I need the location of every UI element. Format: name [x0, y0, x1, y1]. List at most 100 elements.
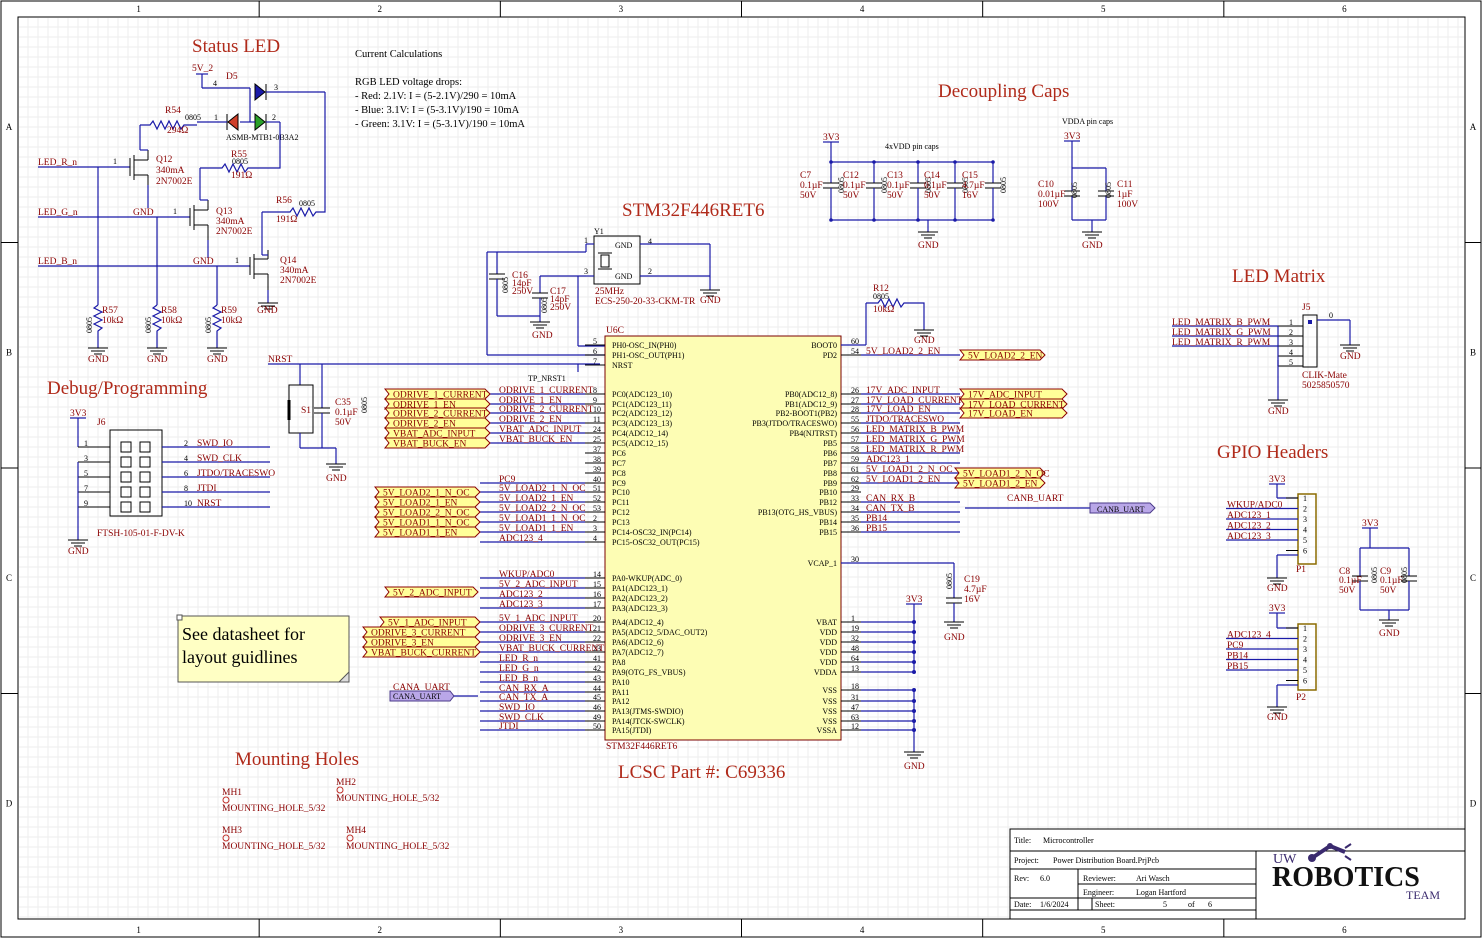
pin-number: 5	[1303, 666, 1307, 675]
mcu-pin-number: 58	[851, 445, 859, 454]
cap-voltage: 50V	[924, 191, 941, 201]
svg-text:GND: GND	[615, 241, 633, 250]
svg-text:3V3: 3V3	[906, 595, 923, 605]
mcu-pin-name: VSSA	[817, 726, 838, 735]
svg-text:layout guidlines: layout guidlines	[182, 647, 298, 667]
mcu-pin-name: PA5(ADC12_5/DAC_OUT2)	[612, 628, 708, 637]
svg-text:2N7002E: 2N7002E	[280, 276, 317, 286]
net-port-label: 5V_LOAD2_2_EN	[968, 352, 1043, 362]
svg-text:0805: 0805	[540, 297, 549, 313]
mcu-pin-name: PB2-BOOT1(PB2)	[776, 409, 838, 418]
net-led-r: LED_R_n	[38, 158, 77, 168]
cap-package: 0805	[880, 177, 889, 193]
svg-text:0805: 0805	[360, 397, 369, 413]
net-label: JTDI	[197, 484, 217, 494]
mcu-pin-name: PB7	[823, 459, 837, 468]
mcu-pin-name: PA14(JTCK-SWCLK)	[612, 717, 685, 726]
svg-text:0: 0	[1329, 311, 1333, 320]
zone-label: C	[1470, 573, 1476, 583]
net-label: ADC123_1	[866, 455, 910, 465]
pin-number: 5	[1289, 358, 1293, 367]
net-port-label: 5V_2_ADC_INPUT	[393, 589, 472, 599]
connector-pad	[120, 501, 132, 513]
cap-package: 0805	[999, 177, 1008, 193]
svg-text:C19: C19	[964, 575, 980, 585]
svg-text:5: 5	[1163, 900, 1167, 909]
cap-voltage: 100V	[1038, 200, 1059, 210]
mcu-pin-number: 57	[851, 435, 859, 444]
net-label: ODRIVE_2_EN	[499, 415, 562, 425]
mcu-pin-number: 60	[851, 337, 859, 346]
svg-text:6: 6	[1208, 900, 1212, 909]
connector-pad	[120, 456, 132, 468]
mcu-pin-number: 61	[851, 465, 859, 474]
svg-text:ROBOTICS: ROBOTICS	[1272, 862, 1420, 893]
connector-pad	[120, 471, 132, 483]
mcu-pin-number: 34	[851, 504, 859, 513]
svg-text:Ari Wasch: Ari Wasch	[1136, 874, 1170, 883]
svg-text:ECS-250-20-33-CKM-TR: ECS-250-20-33-CKM-TR	[595, 297, 696, 307]
svg-text:4: 4	[213, 79, 217, 88]
svg-text:GND: GND	[1268, 407, 1289, 417]
junction	[991, 160, 995, 164]
svg-text:Microcontroller: Microcontroller	[1043, 836, 1094, 845]
net-label: JTDI	[499, 722, 519, 732]
zone-label: B	[1470, 347, 1476, 357]
mcu-pin-number: 56	[851, 425, 859, 434]
mcu-pin-name: PB0(ADC12_8)	[785, 390, 837, 399]
svg-text:R59: R59	[221, 306, 237, 316]
svg-text:GND: GND	[615, 272, 633, 281]
mcu-pin-name: PH0-OSC_IN(PH0)	[612, 341, 677, 350]
zone-label: D	[1470, 798, 1477, 808]
cap-ref: C12	[843, 171, 859, 181]
net-port	[383, 437, 491, 449]
mcu-pin-number: 25	[593, 435, 601, 444]
val-j6: FTSH-105-01-F-DV-K	[97, 529, 185, 539]
svg-text:UW: UW	[1273, 852, 1297, 867]
net-port-label: 17V_LOAD_CURRENT	[968, 401, 1065, 411]
connector-pad	[120, 441, 132, 453]
svg-text:1/6/2024: 1/6/2024	[1040, 900, 1068, 909]
net-port-label: 5V_LOAD1_2_EN	[963, 480, 1038, 490]
mcu-pin-name: PB13(OTG_HS_VBUS)	[758, 508, 837, 517]
net-label: VBAT_ADC_INPUT	[499, 425, 582, 435]
title-decoupling-caps: Decoupling Caps	[938, 81, 1069, 102]
pin-number: 10	[184, 499, 192, 508]
svg-text:P2: P2	[1296, 693, 1306, 703]
cap-voltage: 50V	[887, 191, 904, 201]
mounting-hole-ref: MH1	[222, 788, 242, 798]
resistor-r55	[200, 122, 281, 174]
mcu-pin-name: NRST	[612, 361, 633, 370]
svg-text:GND: GND	[904, 762, 925, 772]
svg-text:GND: GND	[1267, 713, 1288, 723]
mcu-pin-number: 40	[593, 475, 601, 484]
svg-text:Date:: Date:	[1014, 900, 1031, 909]
mcu-pin-number: 11	[593, 415, 601, 424]
boot0-resistor-r12: R12 0805 10kΩ GND	[841, 284, 935, 346]
net-port-label: 5V_LOAD1_1_N_OC	[383, 519, 470, 529]
mcu-pin-number: 31	[851, 693, 859, 702]
mcu-pin-number: 63	[851, 713, 859, 722]
mcu-pin-name: PB14	[819, 518, 837, 527]
mcu-pin-number: 14	[593, 570, 601, 579]
junction	[829, 218, 833, 222]
mcu-pin-name: PC4(ADC12_14)	[612, 429, 668, 438]
pin-number: 4	[184, 454, 188, 463]
mcu-pin-number: 59	[851, 455, 859, 464]
svg-text:GND: GND	[700, 296, 721, 306]
svg-text:2N7002E: 2N7002E	[216, 227, 253, 237]
net-label: SWD_CLK	[499, 713, 544, 723]
ref-u6c: U6C	[606, 326, 624, 336]
connector-pad	[139, 441, 151, 453]
cap-package: 0805	[1070, 182, 1079, 198]
right-net-ports: 5V_LOAD2_2_EN17V_ADC_INPUT17V_LOAD_CURRE…	[953, 349, 1068, 490]
title-led-matrix: LED Matrix	[1232, 266, 1326, 287]
net-5v2: 5V_2	[192, 64, 213, 74]
mcu-pin-number: 32	[851, 634, 859, 643]
mounting-holes: MH1MOUNTING_HOLE_5/32MH2MOUNTING_HOLE_5/…	[222, 778, 450, 852]
connector-body	[109, 429, 163, 517]
net-label: 5V_LOAD2_1_N_OC	[499, 484, 586, 494]
mcu-pin-name: PC3(ADC123_13)	[612, 419, 672, 428]
net-led-g: LED_G_n	[38, 208, 78, 218]
